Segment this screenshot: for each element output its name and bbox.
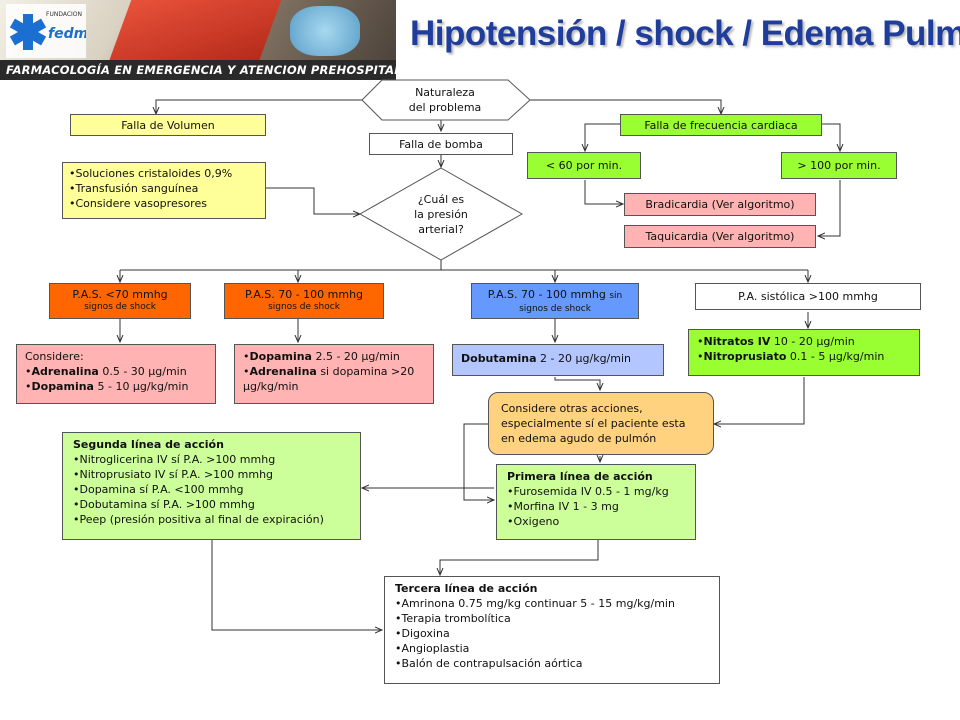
pas-70-100-sin-box: P.A.S. 70 - 100 mmhg sin signos de shock [471,283,639,319]
considere-box: Considere: Adrenalina 0.5 - 30 µg/min Do… [16,344,216,404]
svg-text:FUNDACION: FUNDACION [46,11,82,18]
naturaleza-hexagon [361,79,531,121]
presion-label: ¿Cuál es la presión arterial? [414,193,468,236]
list-item: Digoxina [395,626,709,641]
bradicardia-box: Bradicardia (Ver algoritmo) [624,193,816,216]
list-item: Nitroprusiato IV sí P.A. >100 mmhg [73,467,350,482]
mas-100-box: > 100 por min. [781,152,897,179]
list-item: Balón de contrapulsación aórtica [395,656,709,671]
pas-70-100-box: P.A.S. 70 - 100 mmhg signos de shock [224,283,384,319]
list-item: Dopamina 2.5 - 20 µg/min [243,349,425,364]
list-item: Angioplastia [395,641,709,656]
volumen-actions-box: Soluciones cristaloides 0,9% Transfusión… [62,162,266,219]
list-item: Amrinona 0.75 mg/kg continuar 5 - 15 mg/… [395,596,709,611]
list-item: Soluciones cristaloides 0,9% [69,166,259,181]
svg-text:fedmed: fedmed [48,26,86,42]
dobutamina-box: Dobutamina 2 - 20 µg/kg/min [452,344,664,376]
list-item: Nitroglicerina IV sí P.A. >100 mmhg [73,452,350,467]
list-item: Transfusión sanguínea [69,181,259,196]
list-item: Nitratos IV 10 - 20 µg/min [697,334,911,349]
menos-60-box: < 60 por min. [527,152,641,179]
list-item: Oxigeno [507,514,685,529]
list-item: Considere vasopresores [69,196,259,211]
pas-70-box: P.A.S. <70 mmhg signos de shock [49,283,191,319]
falla-volumen-box: Falla de Volumen [70,114,266,136]
pa-sistolica-box: P.A. sistólica >100 mmhg [695,283,921,310]
banner-photo-blue [290,6,360,56]
list-item: Dobutamina sí P.A. >100 mmhg [73,497,350,512]
page-title: Hipotensión / shock / Edema Pulmon [410,14,960,53]
considere-otras-box: Considere otras acciones, especialmente … [488,392,714,455]
presion-diamond [358,167,524,261]
falla-frecuencia-box: Falla de frecuencia cardiaca [620,114,822,136]
list-item: Adrenalina 0.5 - 30 µg/min [25,364,207,379]
list-item: Furosemida IV 0.5 - 1 mg/kg [507,484,685,499]
header-banner: FUNDACION fedmed FARMACOLOGÍA EN EMERGEN… [0,0,396,80]
tercera-linea-box: Tercera línea de acción Amrinona 0.75 mg… [384,576,720,684]
list-item: Nitroprusiato 0.1 - 5 µg/kg/min [697,349,911,364]
list-item: Adrenalina si dopamina >20 µg/kg/min [243,364,425,394]
star-of-life-logo: FUNDACION fedmed [6,4,86,58]
falla-bomba-box: Falla de bomba [369,133,513,155]
primera-linea-box: Primera línea de acción Furosemida IV 0.… [496,464,696,540]
dopamina-box: Dopamina 2.5 - 20 µg/min Adrenalina si d… [234,344,434,404]
taquicardia-box: Taquicardia (Ver algoritmo) [624,225,816,248]
list-item: Morfina IV 1 - 3 mg [507,499,685,514]
list-item: Dopamina sí P.A. <100 mmhg [73,482,350,497]
banner-strip: FARMACOLOGÍA EN EMERGENCIA Y ATENCION PR… [0,60,396,80]
nitratos-box: Nitratos IV 10 - 20 µg/min Nitroprusiato… [688,329,920,376]
segunda-linea-box: Segunda línea de acción Nitroglicerina I… [62,432,361,540]
list-item: Terapia trombolítica [395,611,709,626]
list-item: Peep (presión positiva al final de expir… [73,512,350,527]
list-item: Dopamina 5 - 10 µg/kg/min [25,379,207,394]
